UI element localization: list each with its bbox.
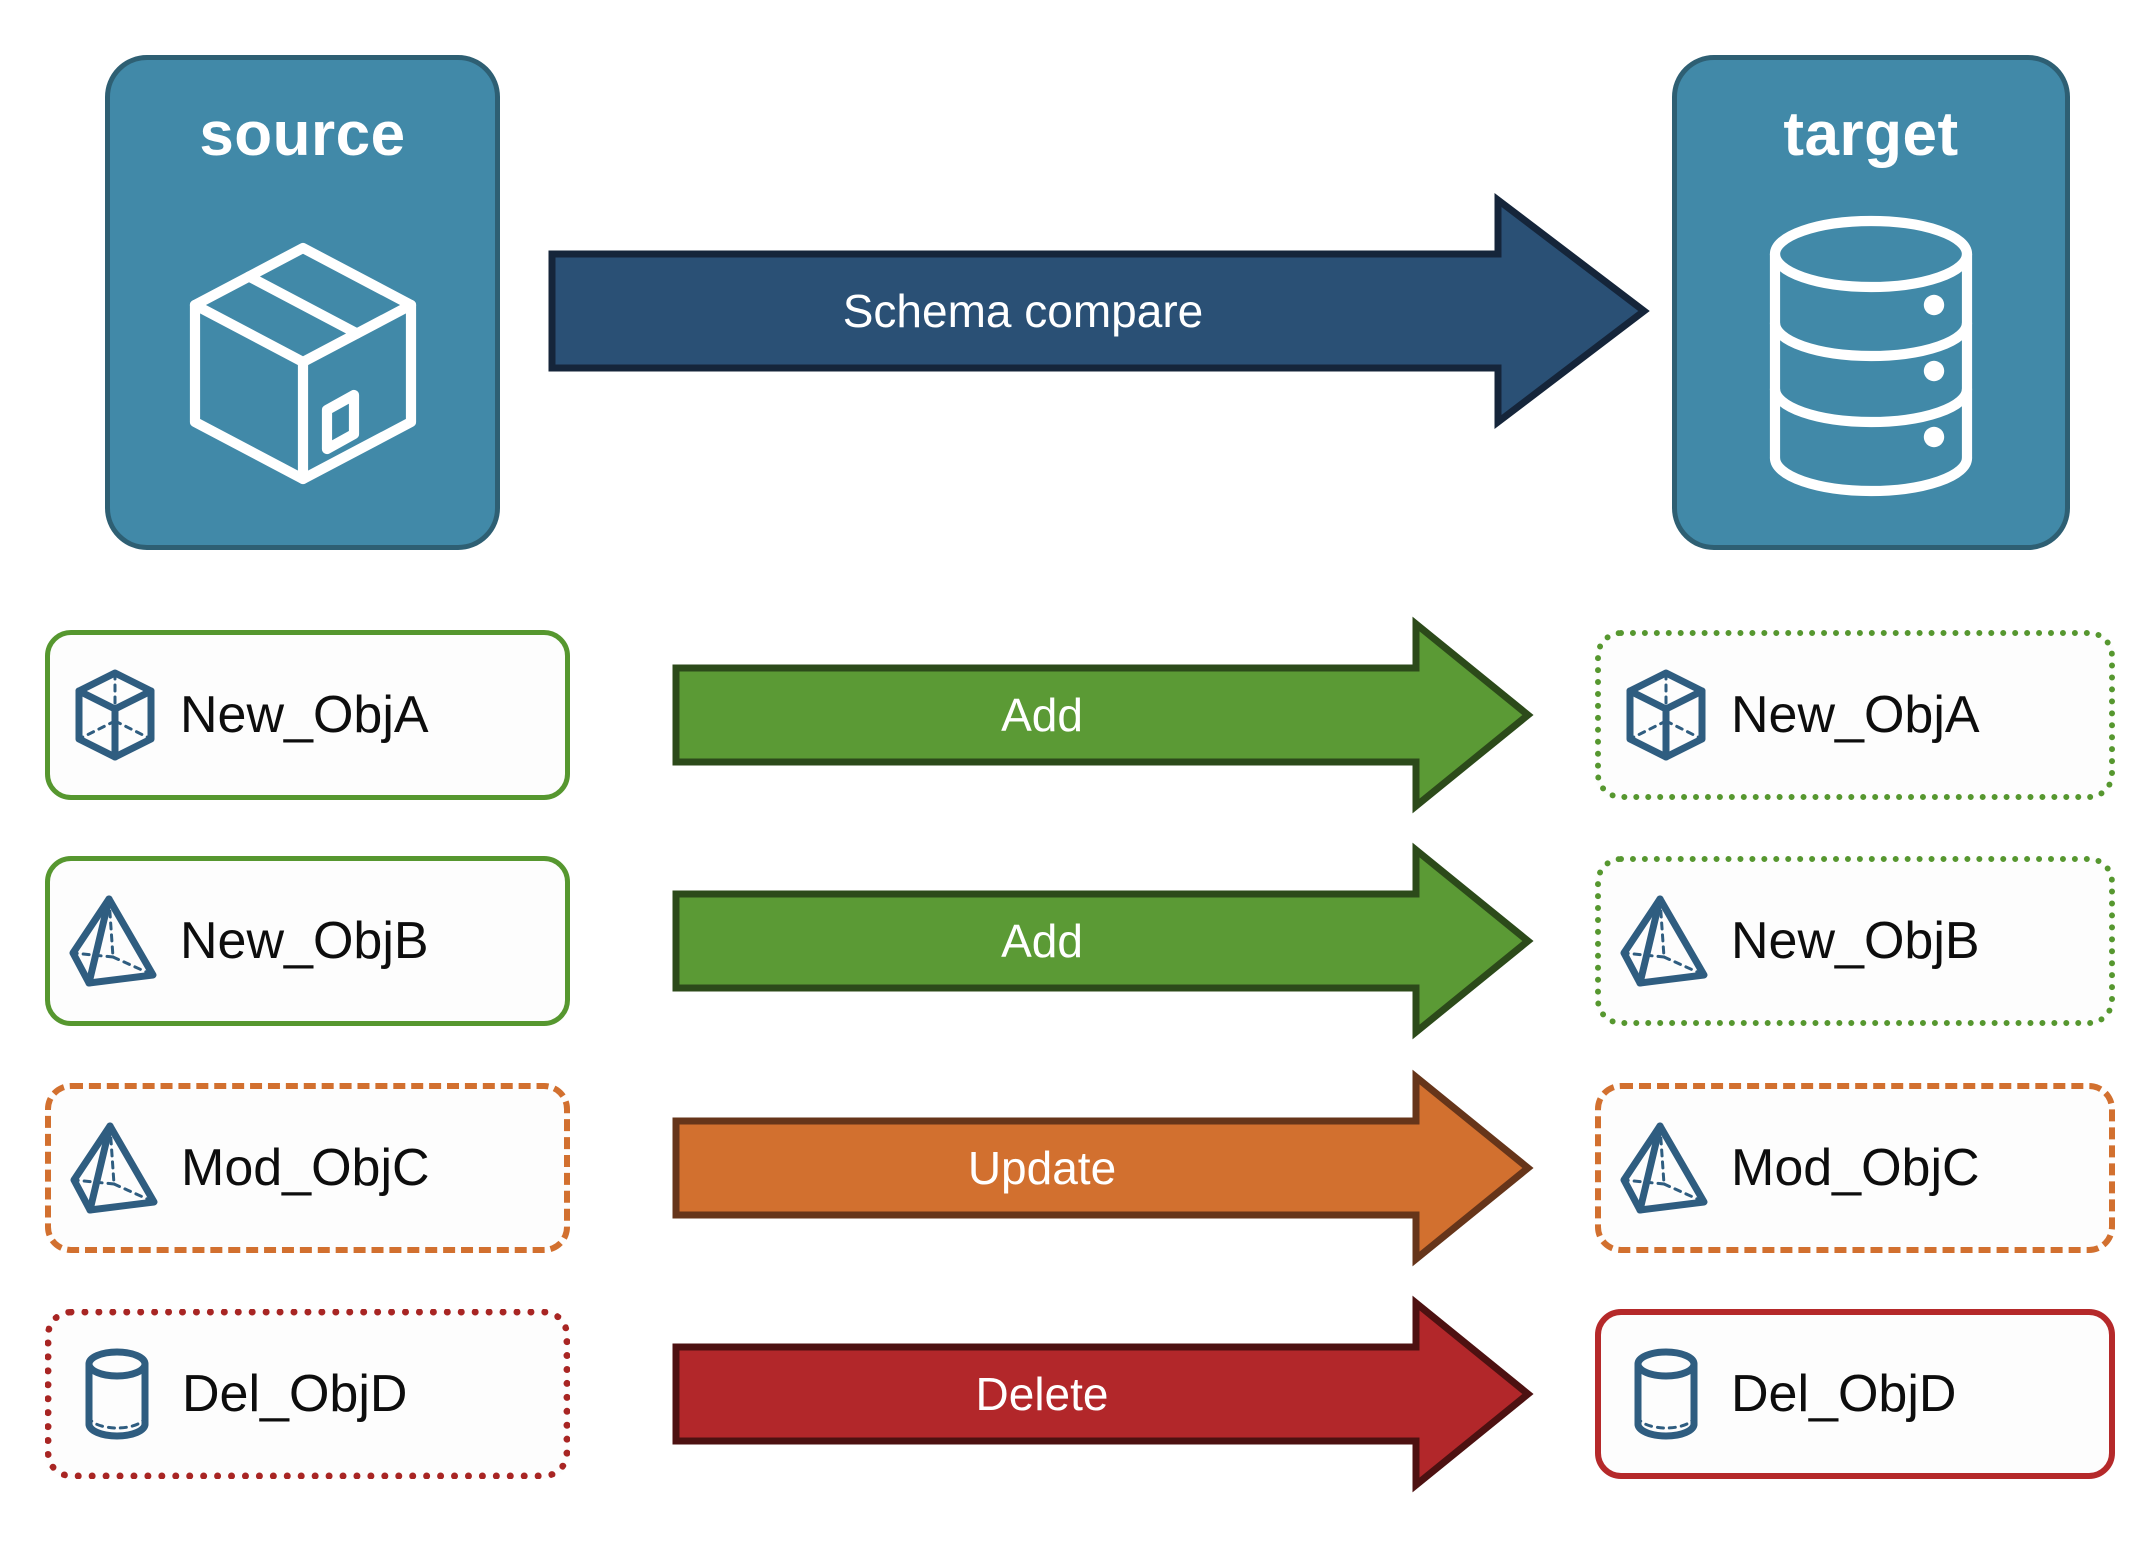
source-object-name: Del_ObjD — [182, 1365, 408, 1423]
package-box-icon — [110, 166, 495, 545]
pyramid-wireframe-icon — [1601, 891, 1731, 991]
right-arrow-icon — [672, 1069, 1534, 1267]
source-object-name: New_ObjA — [180, 686, 429, 744]
source-object-name: Mod_ObjC — [181, 1139, 430, 1197]
target-object-box[interactable]: New_ObjA — [1595, 630, 2115, 800]
action-arrow-delete: Delete — [672, 1295, 1534, 1493]
target-object-box[interactable]: New_ObjB — [1595, 856, 2115, 1026]
source-object-box[interactable]: Mod_ObjC — [45, 1083, 570, 1253]
action-arrow-update: Update — [672, 1069, 1534, 1267]
pyramid-wireframe-icon — [1601, 1118, 1731, 1218]
source-object-box[interactable]: New_ObjB — [45, 856, 570, 1026]
database-cylinder-icon — [1677, 166, 2065, 545]
compare-row: Mod_ObjC Update — [0, 1069, 2150, 1267]
source-object-name: New_ObjB — [180, 912, 429, 970]
schema-compare-arrow: Schema compare — [548, 192, 1650, 430]
target-object-name: Mod_ObjC — [1731, 1139, 1980, 1197]
right-arrow-icon — [672, 1295, 1534, 1493]
cube-wireframe-icon — [1601, 665, 1731, 765]
pyramid-wireframe-icon — [51, 1118, 181, 1218]
compare-row: New_ObjA Add — [0, 616, 2150, 814]
right-arrow-icon — [672, 616, 1534, 814]
source-panel: source — [105, 55, 500, 550]
target-object-name: Del_ObjD — [1731, 1365, 1957, 1423]
pyramid-wireframe-icon — [50, 891, 180, 991]
target-panel-title: target — [1783, 100, 1959, 169]
source-panel-title: source — [199, 100, 406, 169]
cube-wireframe-icon — [50, 665, 180, 765]
compare-row: New_ObjB Add — [0, 842, 2150, 1040]
cylinder-wireframe-icon — [52, 1344, 182, 1444]
cylinder-wireframe-icon — [1601, 1344, 1731, 1444]
source-object-box[interactable]: Del_ObjD — [45, 1309, 570, 1479]
target-object-name: New_ObjB — [1731, 912, 1980, 970]
right-arrow-icon — [672, 842, 1534, 1040]
right-arrow-icon — [548, 192, 1650, 430]
action-arrow-add: Add — [672, 842, 1534, 1040]
target-object-name: New_ObjA — [1731, 686, 1980, 744]
target-panel: target — [1672, 55, 2070, 550]
compare-row: Del_ObjD Delete Del_ObjD — [0, 1295, 2150, 1493]
action-arrow-add: Add — [672, 616, 1534, 814]
source-object-box[interactable]: New_ObjA — [45, 630, 570, 800]
target-object-box[interactable]: Mod_ObjC — [1595, 1083, 2115, 1253]
target-object-box[interactable]: Del_ObjD — [1595, 1309, 2115, 1479]
